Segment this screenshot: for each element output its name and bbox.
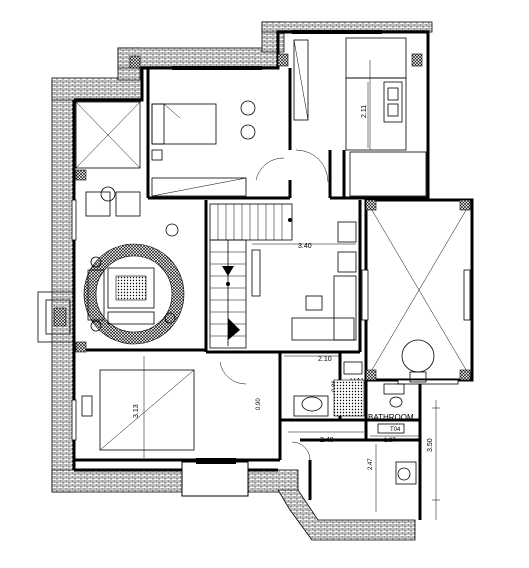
living-width-label: 3.40 (298, 243, 312, 250)
atrium-table (401, 339, 435, 383)
corridor-dim-247: 2.47 (368, 458, 374, 470)
bath-dim-137: 1.37 (384, 438, 396, 444)
bedroom-2-furniture (151, 100, 285, 197)
hall-width-label: 2.10 (318, 356, 332, 363)
bed1-depth-label: 2.11 (361, 105, 368, 118)
dimension-lines: 2.11 3.50 (361, 60, 440, 520)
bed3-depth-label: 3.13 (133, 404, 140, 418)
bedroom-3-furniture: 3.13 (81, 356, 195, 458)
corridor-dim-240: 2.40 (320, 437, 334, 444)
bathroom-label: BATHROOM (368, 413, 414, 422)
bedroom-1-furniture (293, 37, 427, 197)
lounge-area (83, 186, 185, 345)
bathroom-tag: T04 (390, 427, 401, 433)
living-room-furniture: 3.40 (219, 221, 357, 385)
windows (71, 30, 471, 497)
hall-bath-area: 2.10 HAL 0.86 0.90 BATHROOM T04 1.37 2.4… (256, 355, 420, 512)
dim-090-label: 0.90 (256, 398, 262, 410)
columns (75, 53, 471, 381)
right-dim-350: 3.50 (427, 438, 434, 452)
staircase (209, 203, 293, 349)
